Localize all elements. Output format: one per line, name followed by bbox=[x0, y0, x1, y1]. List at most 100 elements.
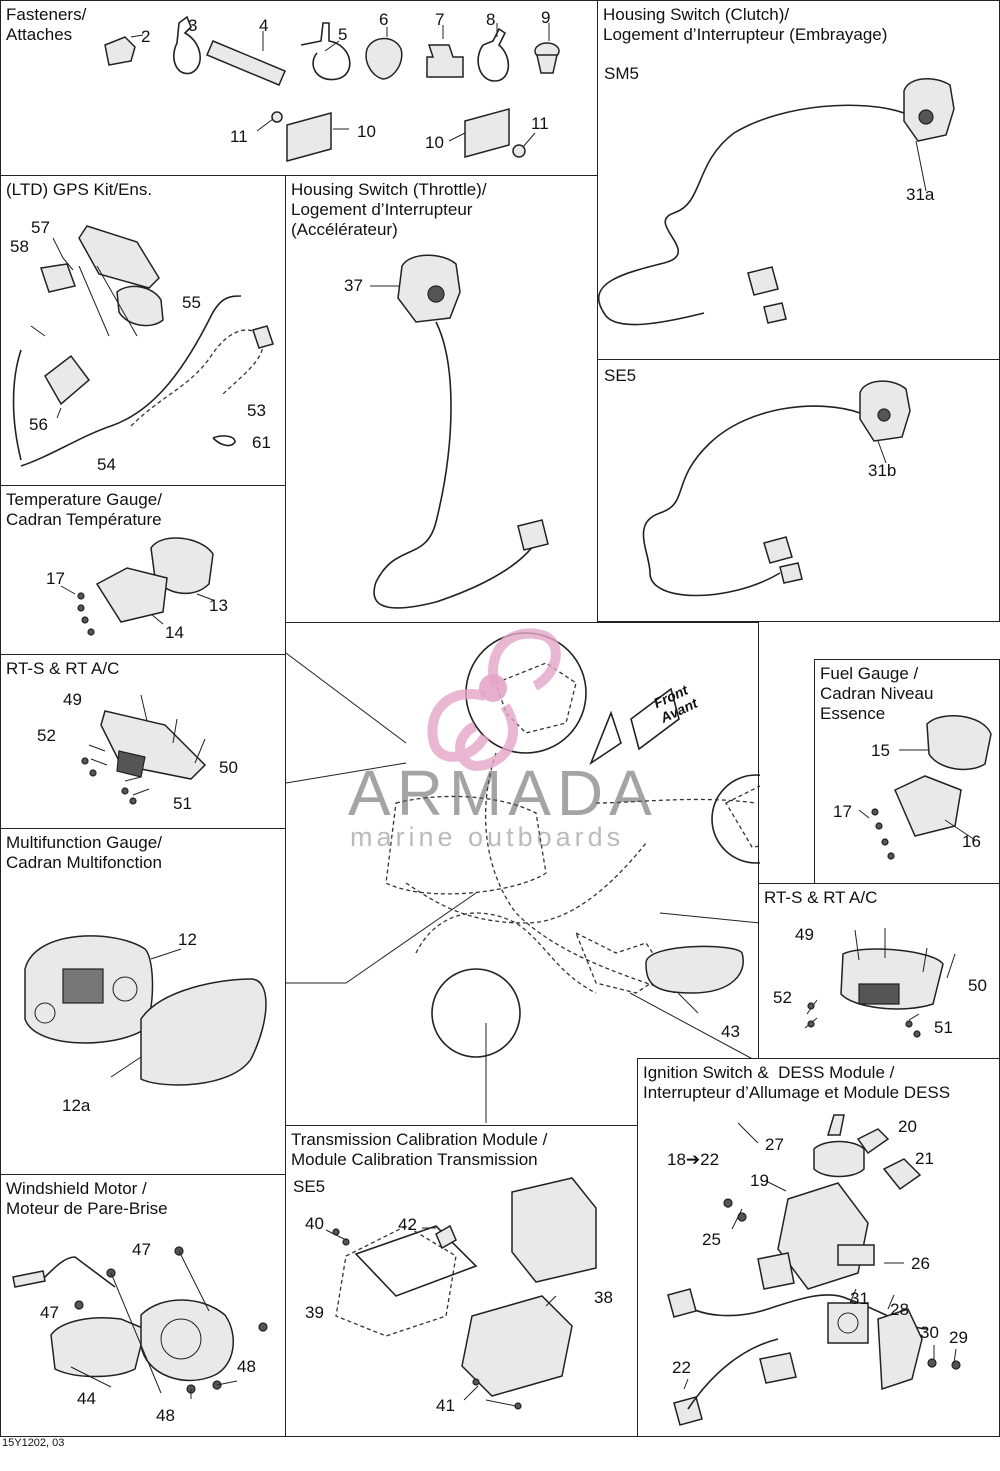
part-11-left bbox=[271, 111, 283, 123]
connector-53 bbox=[252, 325, 274, 349]
part-49 bbox=[100, 710, 207, 780]
label-31: 31 bbox=[850, 1289, 869, 1308]
part-21 bbox=[882, 1158, 922, 1191]
divider bbox=[598, 359, 1000, 360]
connector-31a bbox=[747, 266, 787, 324]
panel-title: Windshield Motor / Moteur de Pare-Brise bbox=[6, 1179, 168, 1218]
gps-bracket-rod bbox=[12, 349, 22, 461]
label-51: 51 bbox=[934, 1018, 953, 1037]
part-7 bbox=[426, 44, 464, 78]
panel-transmission-module: Transmission Calibration Module / Module… bbox=[285, 1125, 638, 1437]
label-52: 52 bbox=[37, 726, 56, 745]
watermark-subtitle: marine outboards bbox=[350, 822, 625, 852]
label-12a: 12a bbox=[62, 1096, 91, 1115]
clutch-drawing bbox=[598, 78, 955, 597]
label-25: 25 bbox=[702, 1230, 721, 1249]
label-10-right: 10 bbox=[425, 133, 444, 152]
label-21: 21 bbox=[915, 1149, 934, 1168]
label-15: 15 bbox=[871, 741, 890, 760]
harness-drawing bbox=[286, 632, 760, 1123]
temperature-drawing bbox=[60, 537, 214, 636]
label-58: 58 bbox=[10, 237, 29, 256]
callout-throttle-switch bbox=[465, 632, 587, 754]
part-10-left bbox=[286, 112, 332, 162]
cable-31a bbox=[598, 104, 905, 326]
label-26: 26 bbox=[911, 1254, 930, 1273]
cable-54 bbox=[20, 295, 242, 467]
label-31b: 31b bbox=[868, 461, 897, 480]
part-3 bbox=[173, 15, 201, 75]
label-8: 8 bbox=[486, 10, 496, 29]
cable-53 bbox=[130, 329, 264, 427]
ignition-connectors bbox=[757, 1252, 797, 1384]
label-4: 4 bbox=[259, 16, 269, 35]
panel-title: Temperature Gauge/ Cadran Température bbox=[6, 490, 162, 529]
label-41: 41 bbox=[436, 1396, 455, 1415]
panel-rts-right: RT-S & RT A/C 49 50 52 51 bbox=[758, 883, 1000, 1059]
panel-throttle-housing: Housing Switch (Throttle)/ Logement d’In… bbox=[285, 175, 598, 623]
panel-multifunction-gauge: Multifunction Gauge/ Cadran Multifonctio… bbox=[0, 828, 286, 1175]
label-50: 50 bbox=[219, 758, 238, 777]
label-43: 43 bbox=[721, 1022, 740, 1041]
part-12a bbox=[140, 978, 267, 1086]
label-17: 17 bbox=[46, 569, 65, 588]
label-11-right: 11 bbox=[531, 114, 549, 133]
panel-title: Fasteners/ Attaches bbox=[6, 5, 87, 44]
part-61 bbox=[212, 435, 236, 447]
panel-windshield-motor: Windshield Motor / Moteur de Pare-Brise … bbox=[0, 1174, 286, 1437]
label-51: 51 bbox=[173, 794, 192, 813]
throttle-drawing bbox=[370, 254, 549, 609]
panel-title: Housing Switch (Throttle)/ Logement d’In… bbox=[291, 180, 487, 239]
part-58 bbox=[40, 263, 76, 293]
part-10-right bbox=[464, 108, 510, 158]
panel-gps-kit: (LTD) GPS Kit/Ens. 57 58 55 56 53 61 54 bbox=[0, 175, 286, 486]
label-3: 3 bbox=[188, 16, 198, 35]
part-38-tray bbox=[461, 1295, 573, 1397]
part-39 bbox=[335, 1225, 457, 1337]
panel-rts-left: RT-S & RT A/C 49 52 50 51 bbox=[0, 654, 286, 829]
label-5: 5 bbox=[338, 25, 348, 44]
label-52: 52 bbox=[773, 988, 792, 1007]
label-19: 19 bbox=[750, 1171, 769, 1190]
label-6: 6 bbox=[379, 10, 389, 29]
part-8 bbox=[477, 27, 510, 82]
watermark-word: ARMADA bbox=[348, 757, 658, 829]
ignition-drawing bbox=[667, 1114, 961, 1426]
gps-drawing bbox=[12, 225, 274, 467]
rts-left-drawing bbox=[81, 694, 207, 805]
panel-title: RT-S & RT A/C bbox=[764, 888, 878, 907]
model-sm5: SM5 bbox=[604, 64, 639, 83]
connector-37 bbox=[517, 519, 549, 551]
label-14: 14 bbox=[165, 623, 184, 642]
label-28: 28 bbox=[890, 1300, 909, 1319]
label-48-bottom: 48 bbox=[156, 1406, 175, 1425]
panel-title: (LTD) GPS Kit/Ens. bbox=[6, 180, 153, 199]
callout-clutch-switch bbox=[711, 774, 760, 864]
panel-title: Multifunction Gauge/ Cadran Multifonctio… bbox=[6, 833, 162, 872]
label-54: 54 bbox=[97, 455, 116, 474]
part-16 bbox=[894, 775, 962, 837]
fasteners-drawing bbox=[104, 15, 560, 162]
rts-right-drawing bbox=[804, 928, 956, 1038]
harness-dash-cluster bbox=[385, 795, 547, 895]
part-5 bbox=[300, 22, 351, 81]
part-26 bbox=[837, 1244, 875, 1266]
label-44: 44 bbox=[77, 1389, 96, 1408]
label-50: 50 bbox=[968, 976, 987, 995]
label-42: 42 bbox=[398, 1215, 417, 1234]
label-12: 12 bbox=[178, 930, 197, 949]
panel-ignition-dess: Ignition Switch & DESS Module / Interrup… bbox=[637, 1058, 1000, 1437]
label-13: 13 bbox=[209, 596, 228, 615]
callout-ignition bbox=[431, 968, 521, 1058]
tcm-drawing bbox=[325, 1177, 597, 1410]
panel-title: Ignition Switch & DESS Module / Interrup… bbox=[643, 1063, 951, 1102]
front-arrow-head bbox=[630, 687, 680, 751]
label-40: 40 bbox=[305, 1214, 324, 1233]
label-17: 17 bbox=[833, 802, 852, 821]
label-53: 53 bbox=[247, 401, 266, 420]
label-61: 61 bbox=[252, 433, 271, 452]
label-55: 55 bbox=[182, 293, 201, 312]
label-31a: 31a bbox=[906, 185, 935, 204]
label-47-top: 47 bbox=[132, 1240, 151, 1259]
model-se5: SE5 bbox=[604, 366, 637, 385]
